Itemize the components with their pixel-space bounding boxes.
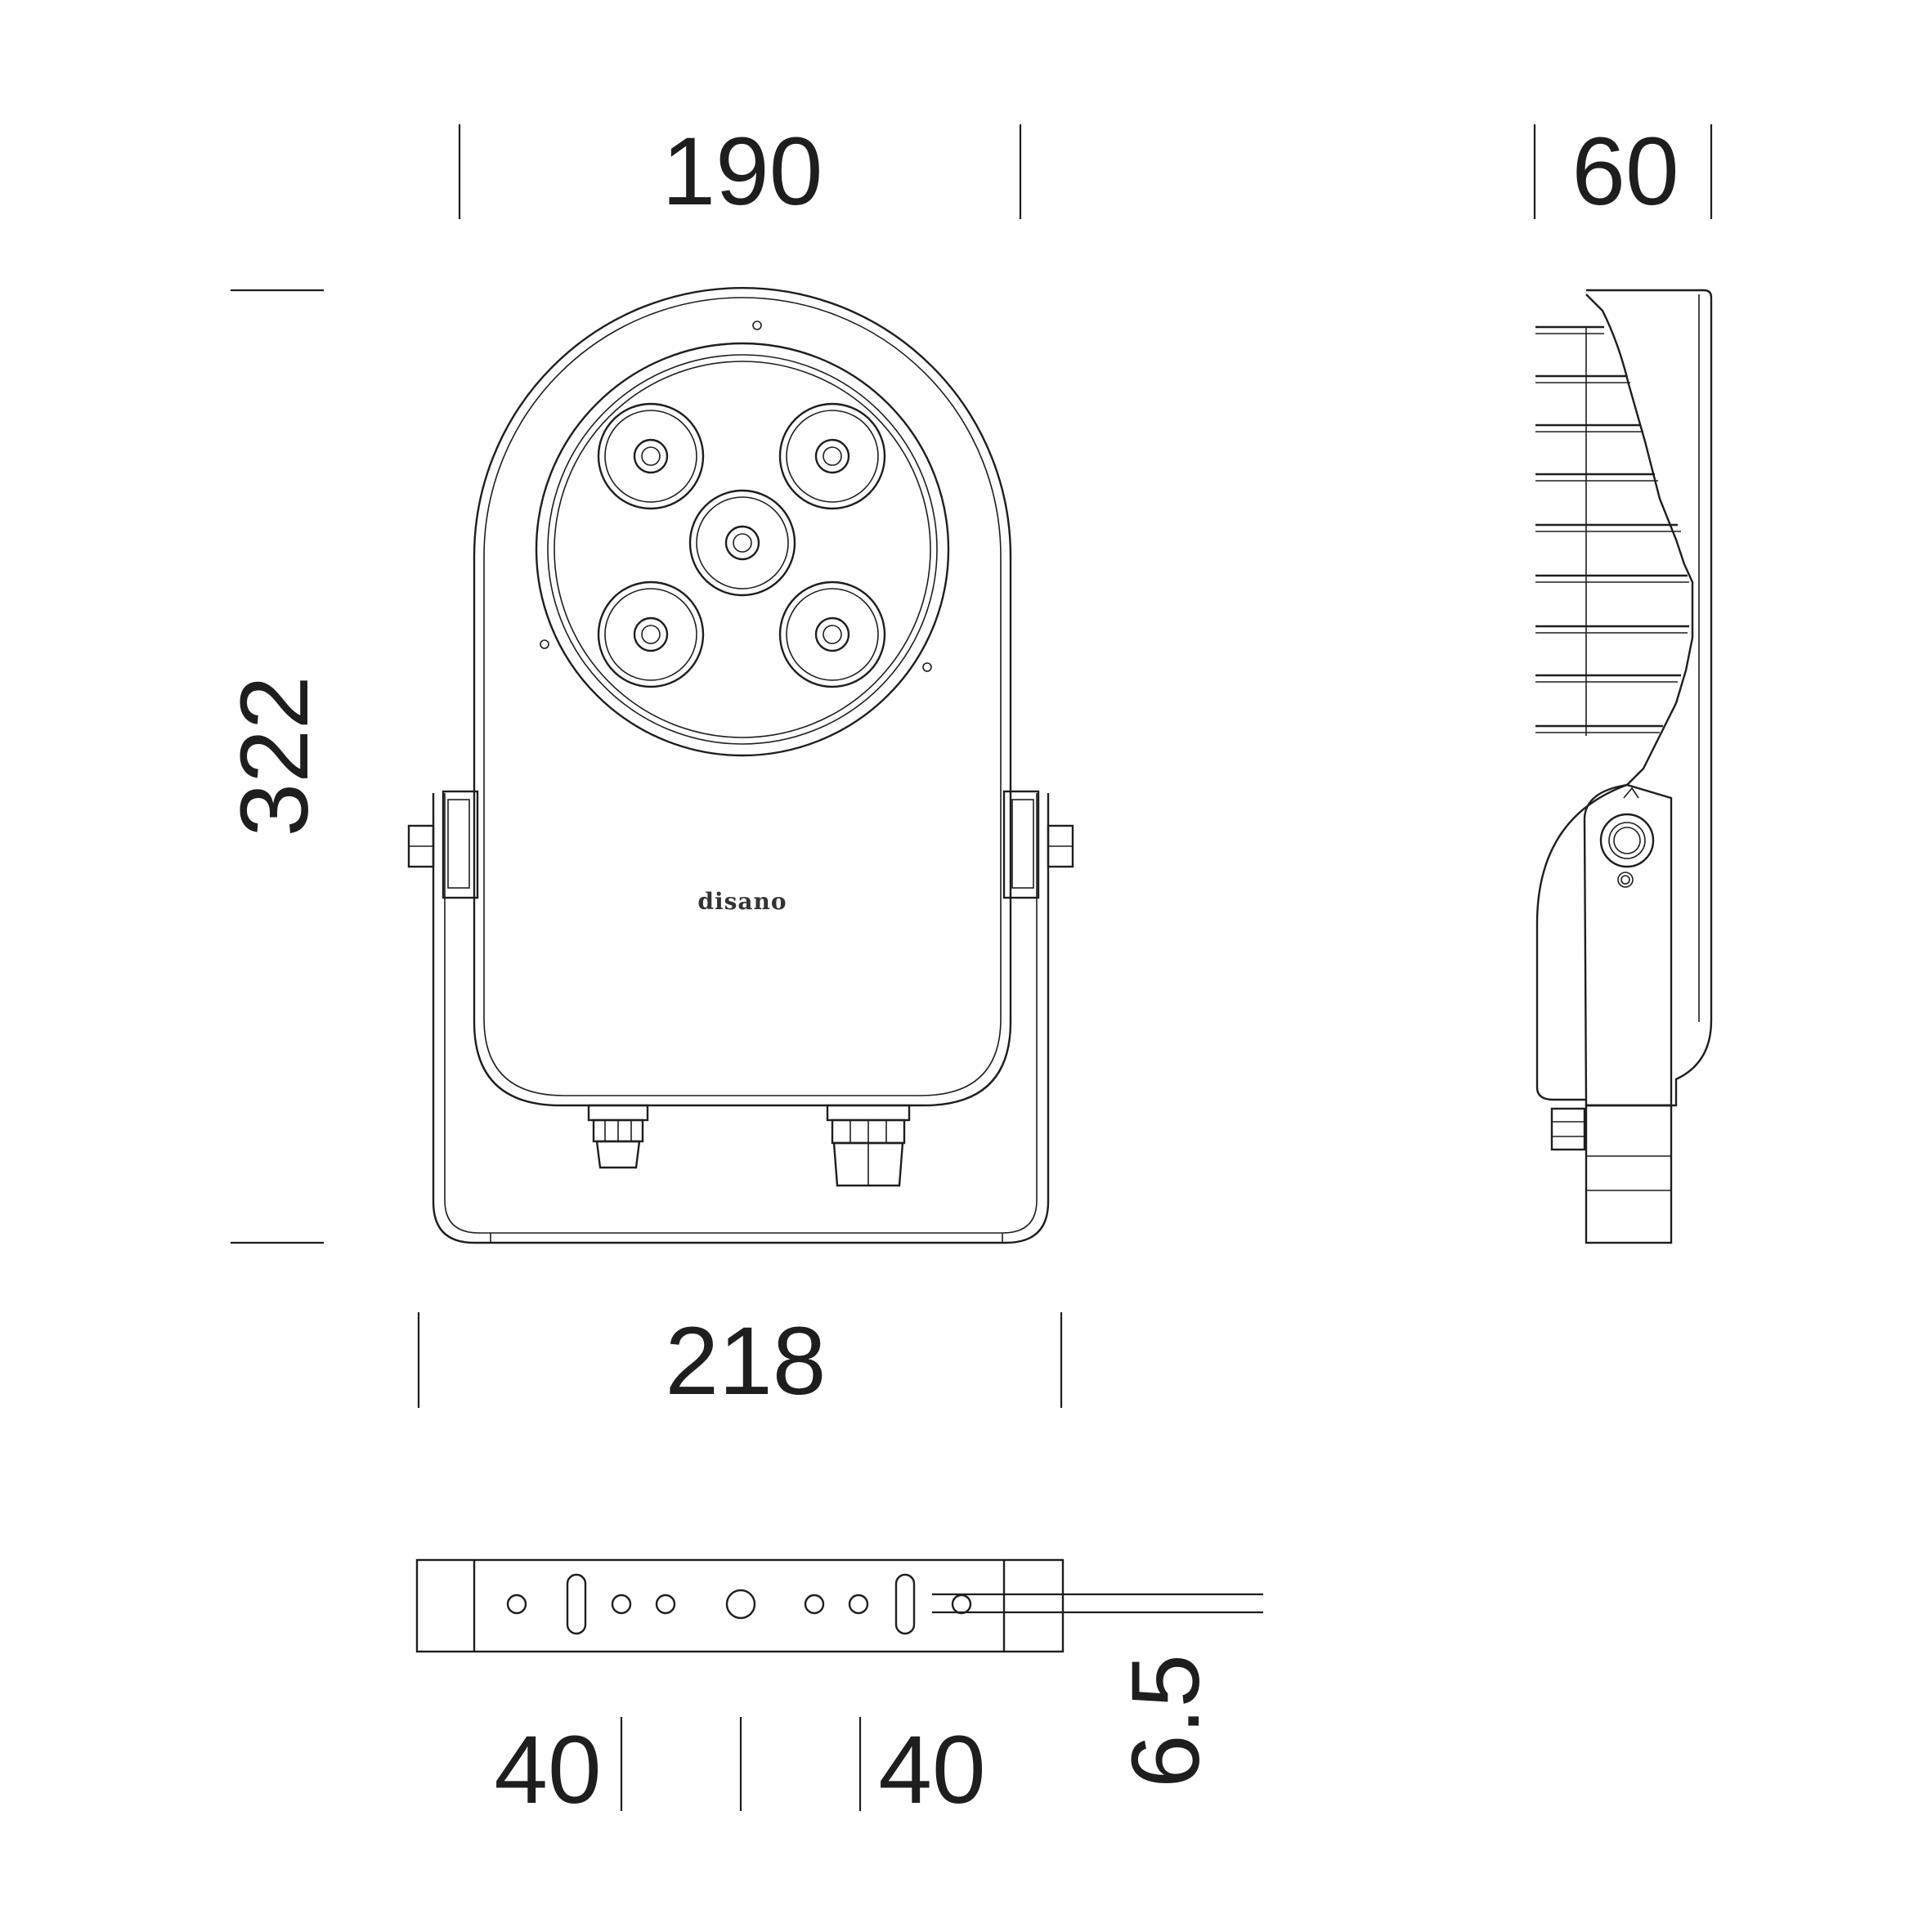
led-top-right [778, 402, 886, 510]
cable-gland-right [826, 1104, 911, 1187]
led-bottom-left [597, 580, 705, 688]
front-view: disano [407, 286, 1074, 1244]
dim-bracket-thickness: 6.5 [1112, 1654, 1220, 1788]
side-view [1535, 289, 1713, 1244]
bracket-top-view [415, 1558, 1065, 1653]
heatsink-fins [1535, 325, 1689, 736]
dimension-lines [231, 124, 1713, 1811]
brand-logo: disano [697, 888, 787, 915]
led-center [688, 489, 796, 597]
dim-side-depth: 60 [1571, 118, 1679, 226]
dim-bracket-width: 218 [666, 1307, 827, 1415]
led-bottom-right [778, 580, 886, 688]
dim-height: 322 [221, 676, 329, 837]
dim-front-width: 190 [662, 118, 823, 226]
dim-hole-spacing-right: 40 [878, 1716, 985, 1824]
dim-hole-spacing-left: 40 [494, 1716, 601, 1824]
led-top-left [597, 402, 705, 510]
cable-gland-left [587, 1104, 649, 1169]
